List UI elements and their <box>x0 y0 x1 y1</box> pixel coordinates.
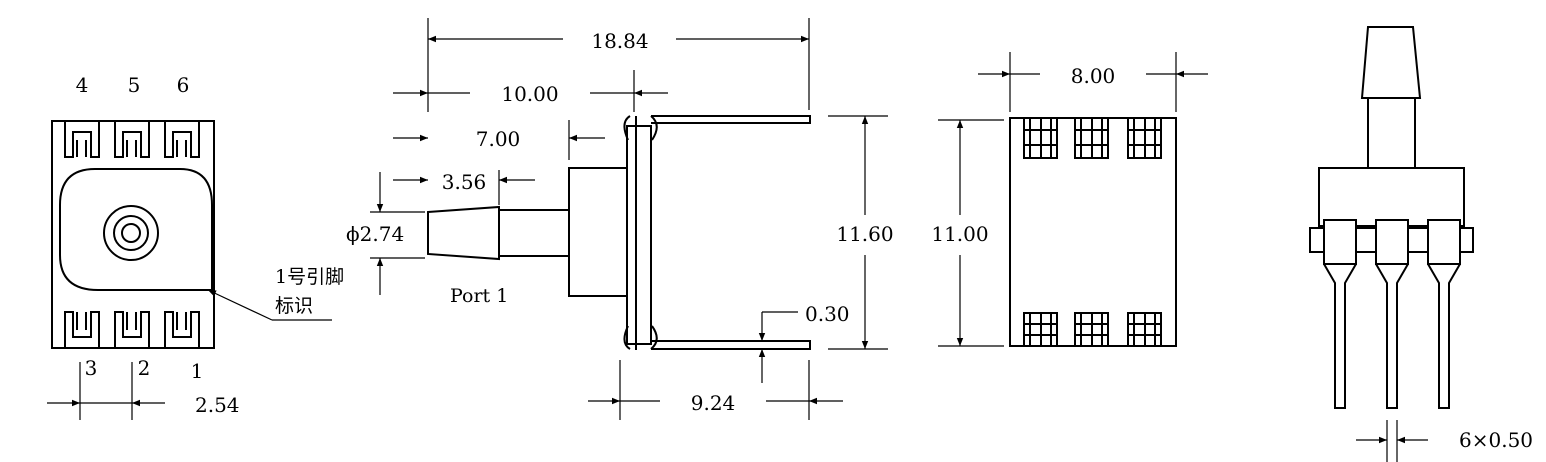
pin-label-6: 6 <box>177 73 190 97</box>
top-pads <box>64 120 200 158</box>
body-width-dimension: 8.00 <box>1071 64 1116 88</box>
bottom-view-pads-top <box>1023 118 1162 159</box>
port-barb <box>427 205 500 261</box>
port-base <box>568 167 628 297</box>
side-view: 18.84 10.00 7.00 3.56 ϕ2.74 Port 1 11.60 <box>346 18 894 420</box>
port-tube <box>498 209 570 257</box>
pin1-bevel-outline <box>59 168 213 291</box>
top-view: 4 5 6 3 2 1 2.54 1号引脚 标识 <box>47 73 344 420</box>
pin-pitch-dimension: 2.54 <box>195 393 240 417</box>
lower-lead <box>651 340 811 350</box>
pin1-marker-label-line1: 1号引脚 <box>275 266 344 288</box>
port-to-leads-dimension: 10.00 <box>501 82 558 106</box>
lead-width-dimension: 6×0.50 <box>1459 428 1533 452</box>
port-circle-inner <box>121 223 141 243</box>
end-view-lead-mid-top <box>1375 219 1409 265</box>
end-view-lead-mid <box>1375 263 1409 409</box>
end-view-body <box>1318 167 1465 227</box>
end-view-lead-left <box>1323 263 1357 409</box>
upper-lead <box>651 115 811 124</box>
lead-length-dimension: 9.24 <box>691 391 736 415</box>
pin1-marker-label-line2: 标识 <box>275 295 313 317</box>
pin-label-3: 3 <box>85 356 98 380</box>
end-view-lead-right-top <box>1427 219 1461 265</box>
pin-label-2: 2 <box>138 356 151 380</box>
pin-label-4: 4 <box>76 73 89 97</box>
body-height-dimension: 11.00 <box>931 222 988 246</box>
pin-label-5: 5 <box>128 73 141 97</box>
end-view-port-tube <box>1367 97 1416 169</box>
barb-length-dimension: 3.56 <box>442 170 487 194</box>
port-label: Port 1 <box>450 285 508 307</box>
end-view-port-barb <box>1360 26 1422 99</box>
pin-label-1: 1 <box>191 359 204 383</box>
bottom-view: 8.00 11.00 <box>931 52 1208 347</box>
port-circle-mid <box>113 215 149 251</box>
port-to-body-dimension: 7.00 <box>476 127 521 151</box>
bottom-view-pads-bottom <box>1023 312 1162 346</box>
end-view-lead-right <box>1427 263 1461 409</box>
overall-length-dimension: 18.84 <box>591 29 648 53</box>
lead-thickness-dimension: 0.30 <box>805 302 850 326</box>
end-view: 6×0.50 <box>1309 26 1533 462</box>
port-circle-outer <box>103 205 159 261</box>
bottom-pads <box>64 311 200 349</box>
lead-span-dimension: 11.60 <box>836 222 893 246</box>
port-diameter-dimension: ϕ2.74 <box>346 222 404 246</box>
end-view-lead-left-top <box>1323 219 1357 265</box>
side-body <box>626 125 652 345</box>
